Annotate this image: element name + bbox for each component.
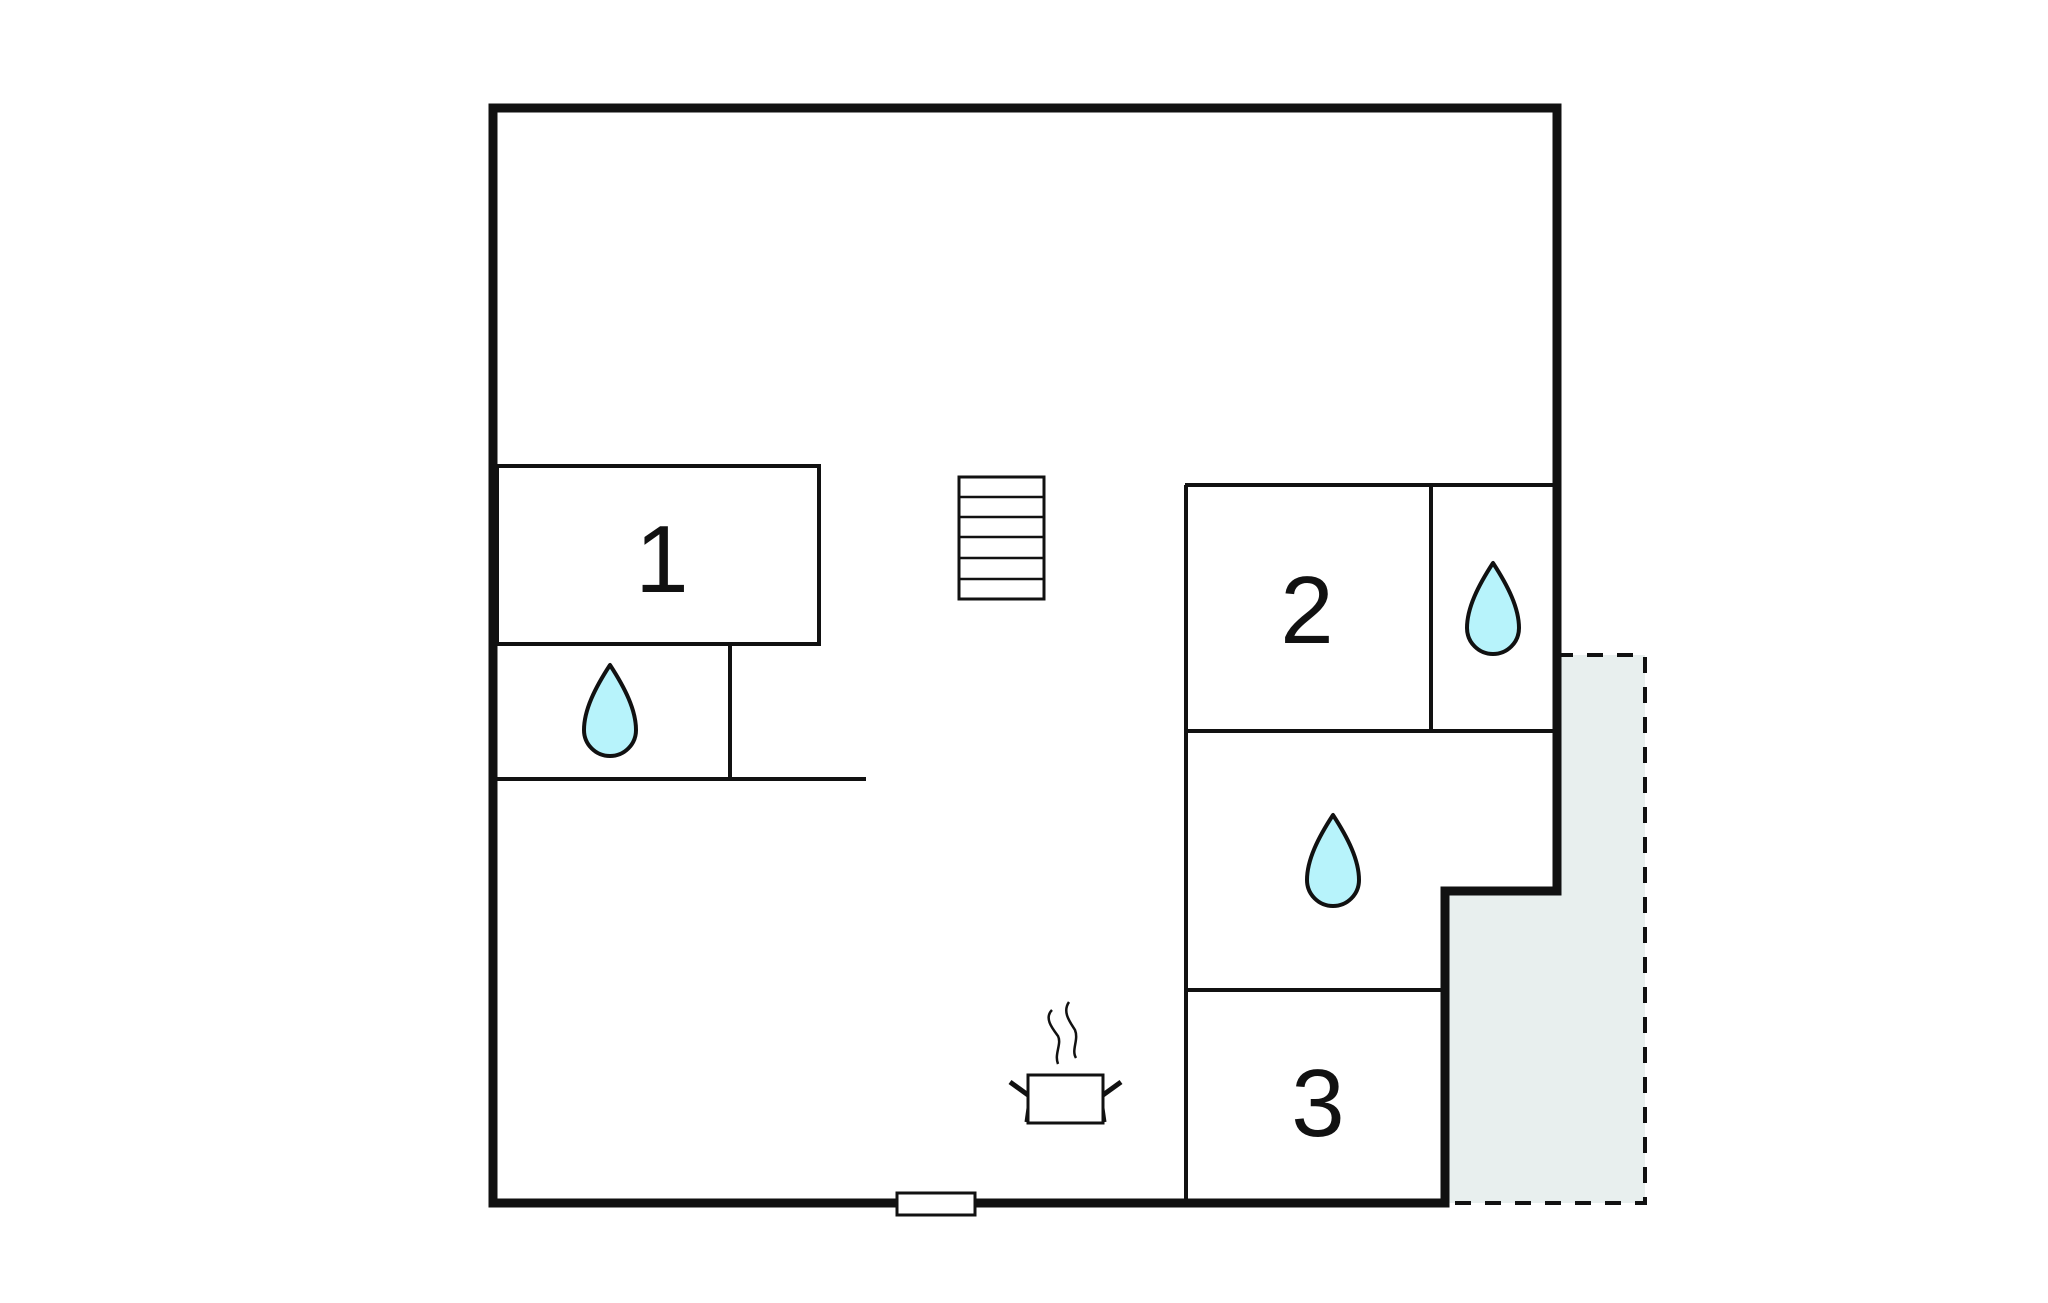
bedroom-1-walls [495,464,821,646]
water-drop-icon [1305,813,1361,908]
cooking-pot-icon [1008,1001,1123,1125]
room-number-2: 2 [1280,557,1333,664]
room-number-1: 1 [635,506,688,613]
stairs-icon [957,475,1046,601]
room-number-3: 3 [1291,1050,1344,1157]
entrance-door [895,1191,977,1217]
water-drop-icon [1465,561,1521,656]
water-drop-icon [582,663,638,758]
outer-wall [488,103,1562,1208]
terrace-area [1443,653,1647,1205]
